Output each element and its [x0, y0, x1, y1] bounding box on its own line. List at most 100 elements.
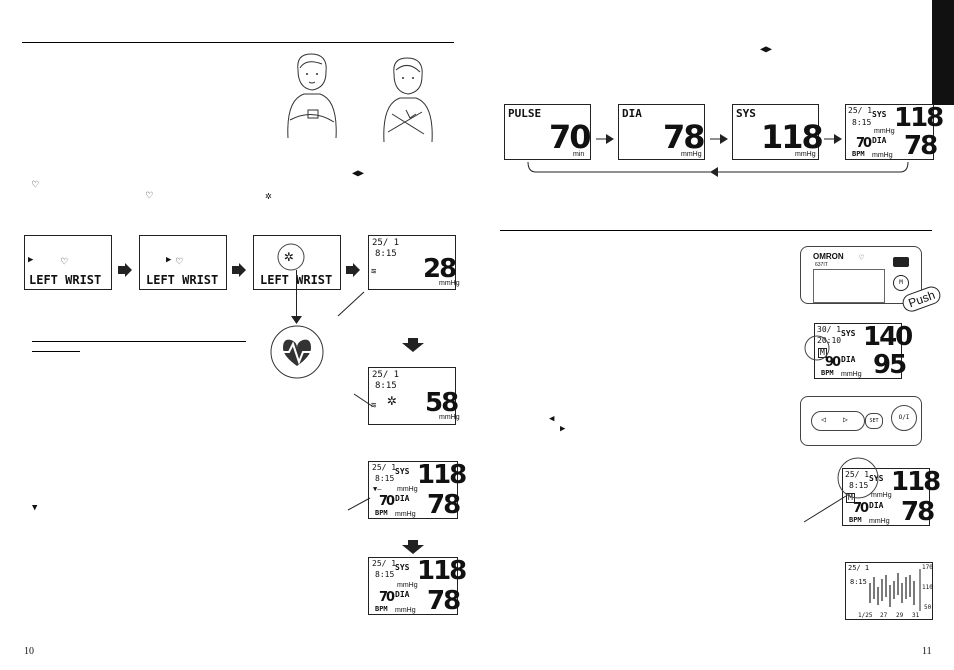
arrow-right-icon: ▶ — [166, 255, 172, 265]
lcd-screen-4: 25/ 1 8:15 ≋ 28 mmHg — [368, 235, 460, 290]
connector-line — [296, 270, 297, 320]
y-tick-bottom: 50 — [924, 604, 932, 611]
unit: mmHg — [874, 128, 895, 135]
lcd-dia: DIA 78 mmHg — [618, 104, 706, 160]
bp-trend-graph — [869, 569, 921, 611]
bpm-label: BPM — [852, 150, 865, 158]
date: 25/ 1 — [372, 370, 400, 380]
date: 25/ 1 — [372, 238, 400, 248]
left-top-rule — [22, 42, 454, 43]
date: 25/ 1 — [848, 106, 873, 115]
pointer-line — [353, 393, 373, 407]
device-illustration: OMRON 637IT ♡ M — [800, 246, 922, 304]
person-illustration-1 — [287, 53, 337, 139]
zoomed-heart-circle — [270, 325, 324, 379]
connector-arrowhead — [291, 316, 302, 324]
time: 8:15 — [375, 381, 397, 391]
pulse-value: 70 — [853, 501, 869, 516]
unit: mmHg — [841, 371, 862, 378]
section-tab — [932, 0, 954, 105]
pressure-value: 28 — [423, 254, 457, 284]
pulse-label: PULSE — [508, 107, 542, 120]
heart-icon: ♡ — [61, 255, 68, 268]
sys-value: 118 — [761, 118, 824, 156]
unit: mmHg — [871, 492, 892, 499]
heart-logo-icon: ♡ — [859, 253, 864, 262]
dia-label: DIA — [622, 107, 642, 120]
next-arrow-icon — [596, 134, 614, 144]
dia-value: 78 — [427, 490, 461, 520]
sys-label: SYS — [736, 107, 756, 120]
lcd-screen-7: 25/ 1 8:15 SYS 118 mmHg DIA 78 70 BPM mm… — [368, 557, 467, 616]
x-tick: 1/25 — [858, 612, 873, 619]
next-arrow-icon — [232, 262, 246, 281]
device-screen — [813, 269, 885, 303]
mode-button[interactable] — [893, 257, 909, 267]
set-button[interactable]: SET — [865, 413, 883, 429]
memory-button[interactable]: M — [893, 275, 909, 291]
dia-value: 78 — [904, 131, 938, 161]
text-underline-short — [32, 351, 80, 352]
model-label: 637IT — [815, 262, 828, 268]
pulse-value: 70 — [379, 590, 395, 605]
dia-value: 78 — [427, 586, 461, 616]
lcd-screen-2: ▶ ♡ LEFT WRIST — [139, 235, 227, 290]
unit: mmHg — [869, 518, 890, 525]
pulse-value: 70 — [549, 118, 592, 156]
time: 8:15 — [850, 578, 867, 586]
next-arrow-icon — [824, 134, 842, 144]
unit: min — [573, 151, 585, 158]
right-arrow-icon: ▶ — [560, 424, 566, 434]
return-bracket — [527, 161, 909, 177]
down-arrow-icon — [402, 540, 424, 554]
lcd-graph: 25/ 1 8:15 170 110 50 1/25 27 29 31 — [845, 562, 933, 620]
dia-label: DIA — [872, 136, 887, 145]
sys-value: 118 — [417, 460, 467, 490]
time: 8:15 — [849, 481, 869, 490]
date: 25/ 1 — [848, 564, 870, 572]
power-button-label: O/I — [898, 414, 910, 421]
lcd-pulse: PULSE 70 min — [504, 104, 592, 160]
person-illustration-2 — [383, 57, 433, 143]
x-tick: 31 — [912, 612, 920, 619]
memory-icon: M — [818, 348, 827, 358]
unit: mmHg — [395, 511, 416, 518]
time: 20:10 — [817, 336, 842, 345]
highlight-circle — [277, 243, 305, 271]
lcd-combined: 25/ 1 8:15 SYS 118 mmHg DIA 78 70 BPM mm… — [845, 104, 944, 161]
heart-icon: ♡ — [32, 178, 39, 191]
lcd-screen-1: ▶ ♡ LEFT WRIST — [24, 235, 112, 290]
dia-label: DIA — [395, 494, 410, 503]
page-number-left: 10 — [24, 646, 34, 657]
bpm-label: BPM — [849, 516, 862, 524]
next-arrow-icon — [710, 134, 728, 144]
lcd-screen-6: 25/ 1 8:15 ▼– SYS 118 mmHg DIA 78 70 BPM… — [368, 461, 467, 520]
unit: mmHg — [397, 582, 418, 589]
down-triangle-icon: ▼ — [32, 503, 38, 513]
bpm-label: BPM — [375, 605, 388, 613]
arrow-buttons[interactable] — [811, 411, 865, 431]
dia-label: DIA — [395, 590, 410, 599]
highlight-circle — [804, 335, 830, 361]
y-tick-top: 170 — [922, 564, 933, 571]
y-tick-mid: 110 — [922, 584, 933, 591]
dia-value: 78 — [663, 118, 706, 156]
heart-icon: ♡ — [146, 189, 153, 202]
unit: mmHg — [395, 607, 416, 614]
down-arrow-icon — [402, 338, 424, 352]
page-number-right: 11 — [922, 646, 932, 657]
date: 25/ 1 — [372, 463, 397, 472]
triangle-icon: ▼– — [373, 485, 382, 493]
x-tick: 27 — [880, 612, 888, 619]
next-arrow-icon — [118, 262, 132, 281]
time: 8:15 — [375, 474, 395, 483]
sys-label: SYS — [395, 563, 410, 572]
power-button[interactable]: O/I — [891, 405, 917, 431]
right-section-rule — [500, 230, 932, 231]
sys-label: SYS — [869, 474, 884, 483]
x-tick: 29 — [896, 612, 904, 619]
brand-logo: OMRON — [813, 252, 844, 261]
right-arrow-icon: ▷ — [843, 415, 848, 424]
bpm-label: BPM — [375, 509, 388, 517]
heart-beat-icon: ✲ — [265, 189, 272, 202]
